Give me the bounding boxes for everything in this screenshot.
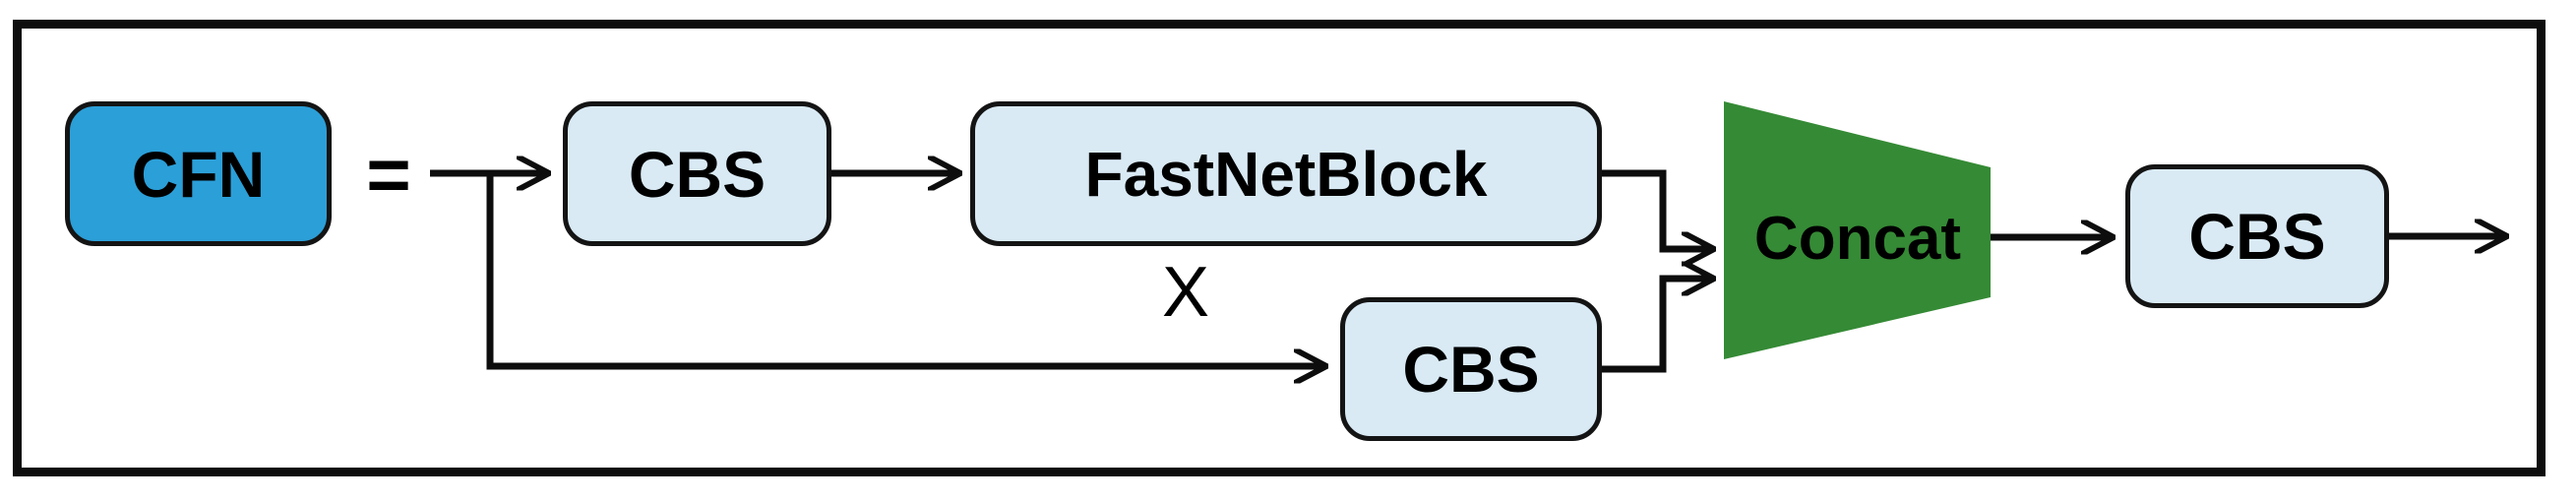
repeat-multiplier-label: X (1161, 253, 1210, 332)
arrow-fastnetblock-to-concat (1602, 169, 1712, 249)
arrow-cbs-skip-to-concat (1602, 279, 1712, 373)
cbs-out-block: CBS (2125, 164, 2389, 308)
concat-label: Concat (1753, 205, 1962, 273)
cfn-block: CFN (65, 101, 332, 246)
cbs-skip-block: CBS (1340, 297, 1602, 441)
arrow-skip-branch-to-cbs-skip (486, 173, 1324, 366)
concat-funnel-shape (1724, 101, 1991, 359)
diagram-frame (13, 20, 2545, 476)
fastnetblock-block: FastNetBlock (970, 101, 1602, 246)
cbs-top-block: CBS (563, 101, 831, 246)
equals-sign: = (366, 131, 411, 218)
